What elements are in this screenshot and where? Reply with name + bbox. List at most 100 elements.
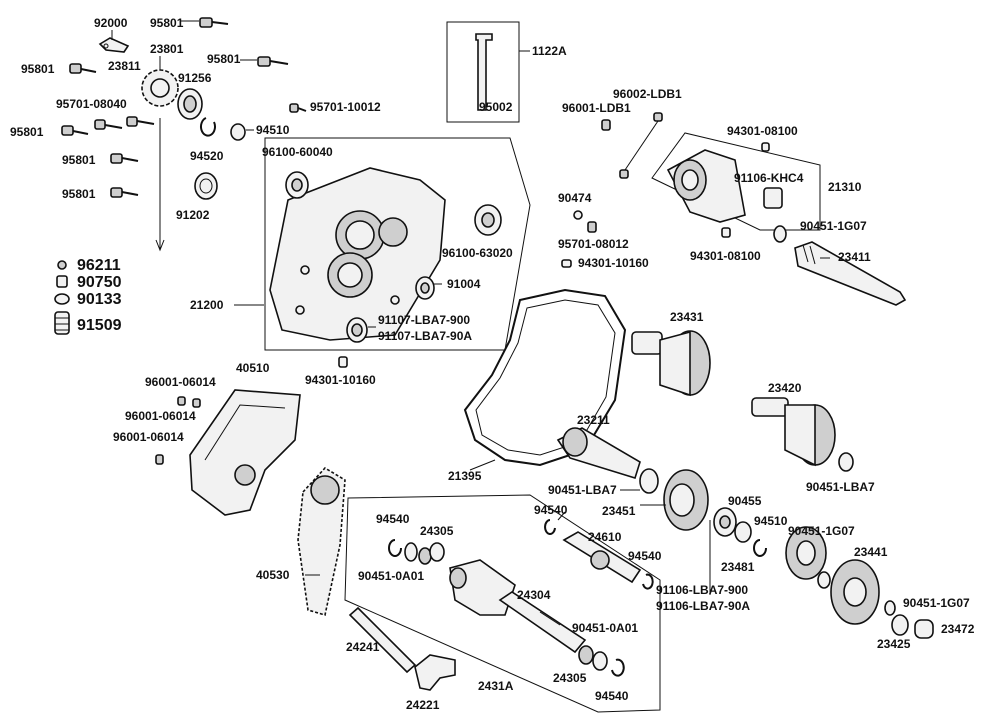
shaft-24610	[562, 531, 642, 584]
label-94301-10160-b: 94301-10160	[305, 373, 376, 387]
label-23425: 23425	[877, 637, 911, 651]
label-23420: 23420	[768, 381, 802, 395]
label-95801-c: 95801	[207, 52, 241, 66]
washer-90451-1G07-c	[884, 600, 896, 616]
label-95801-a: 95801	[150, 16, 184, 30]
cover-21310	[666, 149, 746, 223]
bolt-96002-LDB1	[624, 112, 663, 171]
bearing-96100-63020	[474, 204, 502, 236]
bearing-91106-LBA7	[713, 507, 737, 537]
gasket-21395	[463, 288, 627, 467]
label-23211: 23211	[577, 413, 610, 427]
label-90133: 90133	[77, 291, 122, 308]
frame-2431A	[344, 494, 661, 713]
label-24241: 24241	[346, 640, 380, 654]
label-96001-06014-a: 96001-06014	[145, 375, 216, 389]
label-23411: 23411	[838, 250, 871, 264]
bolt-96001-LDB1	[601, 119, 611, 131]
label-95801-f: 95801	[62, 187, 96, 201]
label-23801: 23801	[150, 42, 184, 56]
label-94540-a: 94540	[534, 503, 568, 517]
dowel-94301-10160-b	[561, 259, 572, 268]
label-23811: 23811	[108, 59, 141, 73]
bolts-95701-08040	[94, 116, 155, 130]
label-90451-1G07-a: 90451-1G07	[800, 219, 867, 233]
washer-90451-0A01-b	[592, 651, 608, 671]
washer-90451-1G07-a	[773, 225, 787, 243]
bolts-96001-06014	[155, 396, 201, 465]
shaft-23211	[556, 427, 641, 479]
label-91106-LBA7-90A: 91106-LBA7-90A	[656, 599, 751, 613]
bearing-96100-60040	[285, 171, 309, 199]
circlip-94510-mid	[753, 539, 767, 557]
label-91106-LBA7-900: 91106-LBA7-900	[656, 583, 749, 597]
label-92000: 92000	[94, 16, 128, 30]
frame-21310	[651, 132, 821, 231]
housing-40510	[189, 389, 301, 516]
label-90451-LBA7-a: 90451-LBA7	[548, 483, 617, 497]
label-94510-top: 94510	[256, 123, 290, 137]
label-90451-1G07-c: 90451-1G07	[903, 596, 970, 610]
bearing-91256	[177, 88, 203, 120]
label-90451-LBA7-b: 90451-LBA7	[806, 480, 875, 494]
label-40510: 40510	[236, 361, 270, 375]
label-94540-b: 94540	[376, 512, 410, 526]
label-91107-LBA7-90A: 91107-LBA7-90A	[378, 329, 473, 343]
washer-90474	[573, 210, 583, 220]
label-94510-mid: 94510	[754, 514, 788, 528]
label-95701-08040: 95701-08040	[56, 97, 127, 111]
circlip-94540-b	[544, 519, 556, 535]
washer-90451-LBA7-left	[639, 468, 659, 494]
bolt-95801-low1	[110, 153, 139, 164]
label-91004: 91004	[447, 277, 481, 291]
spring-24305-b	[578, 645, 594, 665]
gear-23420	[751, 397, 836, 467]
label-21200: 21200	[190, 298, 224, 312]
label-94540-c: 94540	[628, 549, 662, 563]
label-23481: 23481	[721, 560, 755, 574]
label-91106-KHC4: 91106-KHC4	[734, 171, 804, 185]
gear-23481	[785, 526, 827, 580]
label-94301-08100-a: 94301-08100	[727, 124, 798, 138]
label-24304: 24304	[517, 588, 551, 602]
label-90750: 90750	[77, 274, 122, 291]
label-23451: 23451	[602, 504, 636, 518]
label-90451-0A01-b: 90451-0A01	[572, 621, 639, 635]
circlip-94520	[200, 117, 216, 137]
label-21395: 21395	[448, 469, 482, 483]
label-23431: 23431	[670, 310, 704, 324]
gear-cover-21200	[269, 167, 446, 341]
frame-1122A	[446, 21, 520, 123]
clip-92000	[98, 37, 130, 53]
label-95002: 95002	[479, 100, 513, 114]
label-91107-LBA7-900: 91107-LBA7-900	[378, 313, 471, 327]
bolt-95801-mid	[61, 125, 89, 136]
bolt-95801-top	[199, 17, 229, 28]
label-1122A: 1122A	[532, 44, 567, 58]
gear-23441	[830, 559, 880, 625]
label-96001-06014-b: 96001-06014	[125, 409, 196, 423]
label-91202: 91202	[176, 208, 210, 222]
washer-94510-top	[230, 123, 246, 141]
fork-24221	[414, 654, 456, 691]
label-40530: 40530	[256, 568, 290, 582]
label-96100-60040: 96100-60040	[262, 145, 333, 159]
label-96100-63020: 96100-63020	[442, 246, 513, 260]
label-90451-0A01-a: 90451-0A01	[358, 569, 425, 583]
seal-91202	[194, 172, 218, 200]
washer-90451-LBA7-right	[838, 452, 854, 472]
label-23472: 23472	[941, 622, 975, 636]
bolt-95801-right	[257, 56, 289, 67]
circlip-94540-c	[642, 573, 654, 590]
label-2431A: 2431A	[478, 679, 514, 693]
dowel-94301-08100-b	[721, 227, 731, 238]
bolt-95801-low2	[110, 187, 139, 198]
washer-90455	[734, 521, 752, 543]
circlip-94540-a	[388, 539, 402, 557]
dowel-94301-08100-a	[761, 142, 770, 152]
bearing-91106-KHC4	[763, 187, 783, 209]
gear-23451	[663, 469, 709, 531]
rod-24241	[348, 606, 417, 674]
label-94520: 94520	[190, 149, 224, 163]
